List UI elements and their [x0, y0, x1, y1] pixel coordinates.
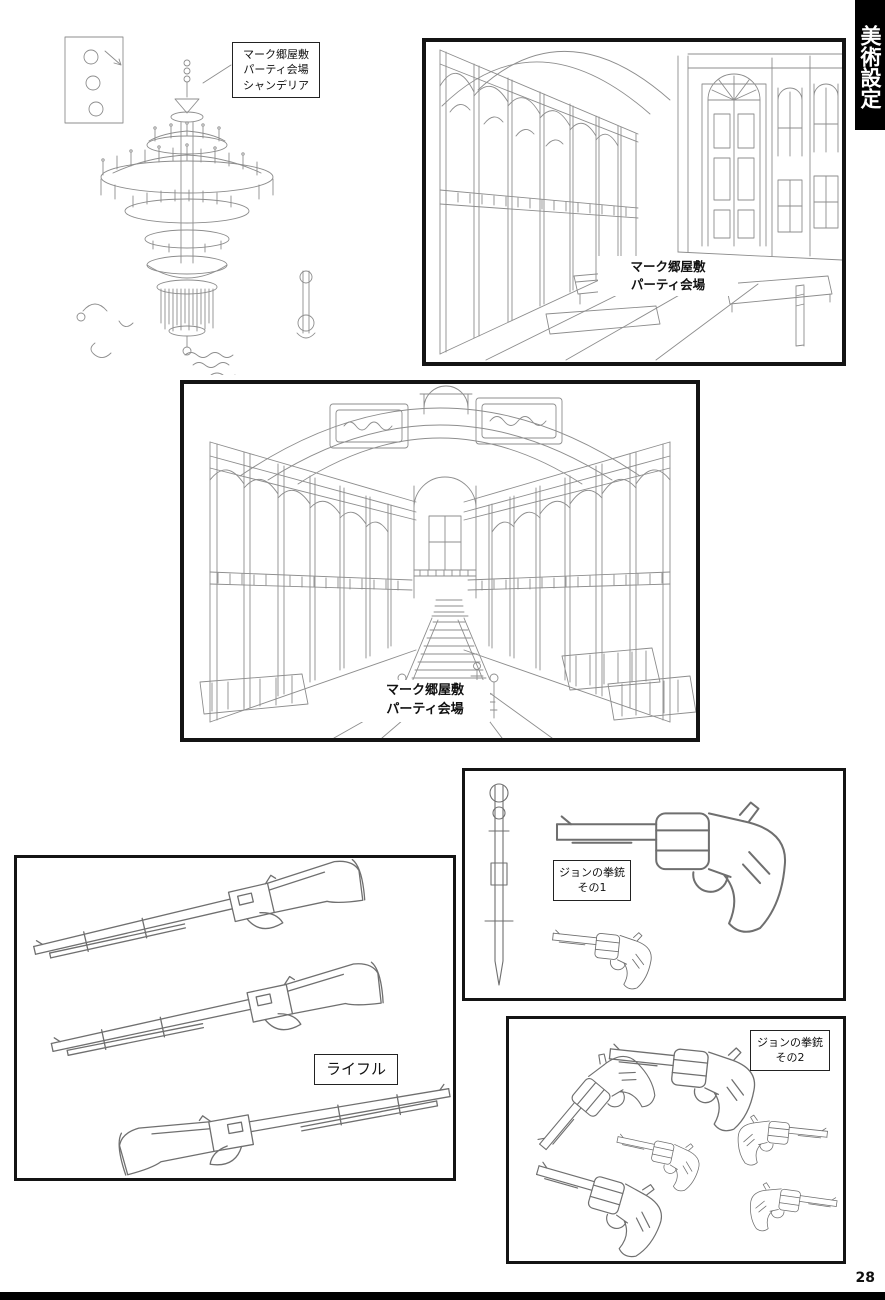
revolver-sketch [547, 923, 655, 992]
john-pistols-2-label-line2: その2 [775, 1051, 805, 1065]
john-pistols-2-panel: ジョンの拳銃 その2 [506, 1016, 846, 1264]
john-pistols-2-label-line1: ジョンの拳銃 [757, 1036, 823, 1049]
revolver-sketch [746, 1180, 839, 1242]
john-pistols-1-label: ジョンの拳銃 その1 [553, 860, 631, 901]
chandelier-label-line1: マーク郷屋敷 [243, 48, 309, 61]
hall-main-label-line1: マーク郷屋敷 [385, 683, 464, 698]
rifle-sketch [29, 858, 369, 982]
hall-top-label-line2: パーティ会場 [630, 277, 706, 293]
john-pistols-1-label-line2: その1 [577, 881, 607, 895]
rifles-sketch [29, 858, 453, 1178]
rifle-sketch [115, 1072, 453, 1178]
chandelier-sketch [64, 36, 316, 375]
chandelier-label-line2: パーティ会場 [243, 63, 309, 77]
bottom-edge-bar [0, 1292, 885, 1300]
john-pistols-2-label: ジョンの拳銃 その2 [750, 1030, 830, 1071]
john-pistols-1-sketch [484, 783, 787, 992]
hall-top-panel: マーク郷屋敷 パーティ会場 [422, 38, 846, 366]
revolver-sketch [521, 1153, 671, 1261]
hall-top-label: マーク郷屋敷 パーティ会場 [598, 256, 738, 297]
revolver-sketch [734, 1113, 829, 1174]
rifles-label-text: ライフル [325, 1060, 386, 1078]
revolver-sketch [602, 1034, 759, 1134]
hall-top-label-line1: マーク郷屋敷 [630, 259, 706, 274]
hall-main-panel: マーク郷屋敷 パーティ会場 [180, 380, 700, 742]
john-pistols-1-panel: ジョンの拳銃 その1 [462, 768, 846, 1001]
hall-main-label: マーク郷屋敷 パーティ会場 [360, 680, 490, 722]
page-number: 28 [855, 1270, 875, 1286]
art-setting-banner: 美術設定 [855, 0, 885, 130]
chandelier-label-line3: シャンデリア [243, 78, 309, 92]
hall-main-label-line2: パーティ会場 [386, 701, 464, 717]
rifles-label: ライフル [314, 1054, 398, 1085]
revolver-sketch [609, 1128, 704, 1195]
hall-top-sketch [439, 49, 842, 361]
chandelier-label: マーク郷屋敷 パーティ会場 シャンデリア [232, 42, 320, 99]
revolver-sketch [529, 1040, 666, 1183]
rifles-panel: ライフル [14, 855, 456, 1181]
john-pistols-1-label-line1: ジョンの拳銃 [559, 866, 625, 879]
